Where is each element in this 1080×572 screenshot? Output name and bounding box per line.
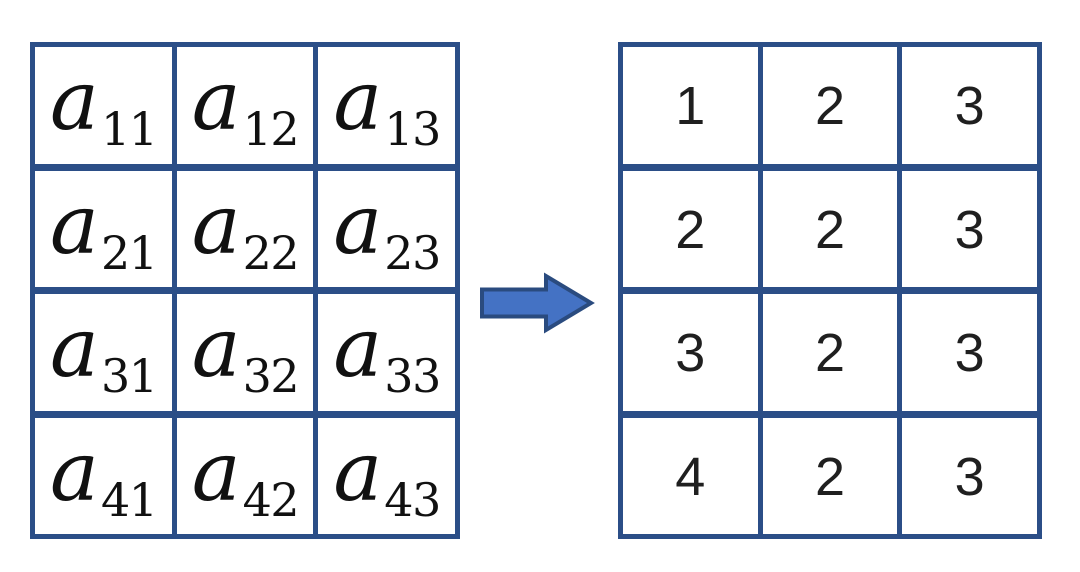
cell-r4c1: 4 xyxy=(623,417,758,534)
cell-r2c1: 2 xyxy=(623,170,758,287)
cell-text: a11 xyxy=(50,54,158,157)
cell-r4c3: 3 xyxy=(902,417,1037,534)
cell-text: a33 xyxy=(333,301,441,404)
cell-r4c2: 2 xyxy=(762,417,898,534)
cell-a31: a31 xyxy=(35,294,172,411)
cell-a33: a33 xyxy=(318,294,455,411)
cell-a23: a23 xyxy=(318,170,455,287)
cell-r1c2: 2 xyxy=(762,47,898,164)
cell-text: a21 xyxy=(50,177,158,280)
cell-text: a23 xyxy=(333,177,441,280)
cell-a42: a42 xyxy=(176,417,314,534)
cell-text: a13 xyxy=(333,54,441,157)
right-arrow-icon xyxy=(480,272,595,334)
cell-text: a43 xyxy=(333,424,441,527)
cell-a32: a32 xyxy=(176,294,314,411)
cell-r3c2: 2 xyxy=(762,294,898,411)
cell-r3c3: 3 xyxy=(902,294,1037,411)
cell-r3c1: 3 xyxy=(623,294,758,411)
cell-r1c3: 3 xyxy=(902,47,1037,164)
cell-r2c2: 2 xyxy=(762,170,898,287)
cell-text: a22 xyxy=(191,177,300,280)
cell-text: a31 xyxy=(50,301,158,404)
cell-a13: a13 xyxy=(318,47,455,164)
cell-text: a32 xyxy=(191,301,300,404)
cell-text: a12 xyxy=(191,54,300,157)
cell-a12: a12 xyxy=(176,47,314,164)
cell-a21: a21 xyxy=(35,170,172,287)
symbol-matrix-table: a11 a12 a13 a21 a22 a23 a31 a32 a33 a41 … xyxy=(30,42,460,539)
cell-a22: a22 xyxy=(176,170,314,287)
cell-a41: a41 xyxy=(35,417,172,534)
cell-a11: a11 xyxy=(35,47,172,164)
cell-text: a41 xyxy=(50,424,158,527)
value-matrix-table: 1 2 3 2 2 3 3 2 3 4 2 3 xyxy=(618,42,1042,539)
cell-r1c1: 1 xyxy=(623,47,758,164)
cell-r2c3: 3 xyxy=(902,170,1037,287)
cell-text: a42 xyxy=(191,424,300,527)
cell-a43: a43 xyxy=(318,417,455,534)
